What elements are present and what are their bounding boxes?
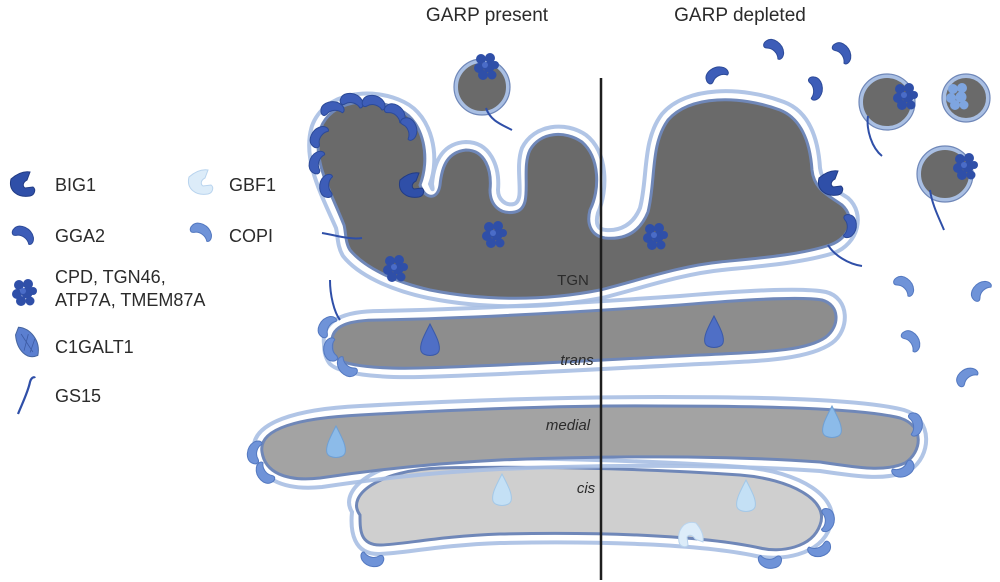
gs15-vesicle-right-1 [866, 115, 883, 157]
medial-cisterna [251, 394, 929, 490]
label-cis: cis [577, 480, 596, 497]
legend: BIG1 GBF1 GGA2 COPI CPD, TGN46, ATP7A, T… [7, 169, 276, 415]
label-trans: trans [560, 352, 594, 369]
legend-gbf1-label: GBF1 [229, 175, 276, 195]
legend-gs15-label: GS15 [55, 386, 101, 406]
legend-big1-icon [9, 171, 36, 197]
legend-copi-label: COPI [229, 226, 273, 246]
legend-c1galt1-icon [7, 324, 47, 362]
trans-cisterna [321, 287, 847, 380]
cis-cisterna [347, 456, 834, 560]
legend-gga2-label: GGA2 [55, 226, 105, 246]
gs15-tgn-right [827, 244, 863, 267]
title-garp-present: GARP present [426, 5, 549, 26]
gs15-tgn-left [321, 232, 363, 240]
legend-cargo-label-2: ATP7A, TMEM87A [55, 290, 205, 310]
legend-copi-icon [187, 220, 216, 243]
label-medial: medial [546, 417, 591, 434]
label-tgn: TGN [557, 272, 589, 289]
title-garp-depleted: GARP depleted [674, 5, 806, 26]
legend-big1-label: BIG1 [55, 175, 96, 195]
legend-gbf1-icon [187, 169, 214, 195]
gs15-trans-left [329, 279, 341, 321]
gs15-vesicle-right-3 [929, 189, 945, 231]
legend-cargo-label-1: CPD, TGN46, [55, 267, 166, 287]
gs15-markers [321, 107, 945, 321]
legend-gs15-icon [16, 376, 36, 415]
legend-c1galt1-label: C1GALT1 [55, 337, 134, 357]
legend-cargo-icon [12, 279, 37, 306]
tgn-compartment [307, 89, 860, 309]
legend-gga2-icon [9, 223, 38, 246]
gs15-vesicle-left [485, 107, 513, 131]
